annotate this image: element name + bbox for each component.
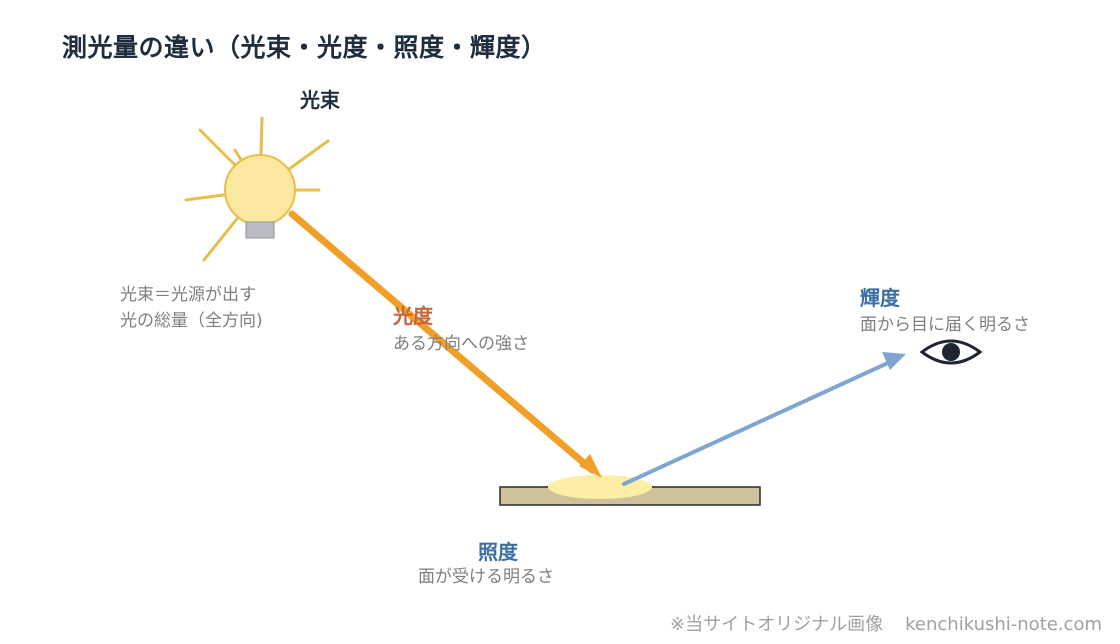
luminous-flux-heading: 光束 bbox=[300, 88, 340, 112]
light-beam-arrowhead bbox=[579, 454, 602, 478]
light-bulb-icon bbox=[184, 116, 330, 262]
light-beam-arrow bbox=[288, 210, 596, 474]
eye-icon bbox=[919, 339, 983, 365]
bulb-glass bbox=[224, 154, 296, 226]
illuminance-description: 面が受ける明るさ bbox=[418, 567, 554, 587]
bulb-base bbox=[245, 221, 275, 239]
reflected-light-arrowhead bbox=[882, 352, 906, 370]
luminance-heading: 輝度 bbox=[860, 286, 900, 310]
luminous-flux-desc-line1: 光束＝光源が出す bbox=[120, 285, 256, 305]
luminous-intensity-heading: 光度 bbox=[393, 304, 433, 328]
footer-site: kenchikushi-note.com bbox=[905, 614, 1102, 635]
luminous-flux-desc-line2: 光の総量（全方向) bbox=[120, 311, 263, 331]
footer-note: ※当サイトオリジナル画像 bbox=[670, 614, 884, 635]
page-title: 測光量の違い（光束・光度・照度・輝度） bbox=[62, 33, 547, 62]
footer-credit: ※当サイトオリジナル画像 kenchikushi-note.com bbox=[670, 610, 1102, 636]
luminous-flux-description: 光束＝光源が出す 光の総量（全方向) bbox=[120, 282, 263, 334]
reflected-light-arrow bbox=[622, 360, 892, 486]
illuminance-heading: 照度 bbox=[478, 540, 518, 564]
luminous-intensity-description: ある方向への強さ bbox=[393, 334, 529, 354]
luminance-description: 面から目に届く明るさ bbox=[860, 315, 1030, 335]
